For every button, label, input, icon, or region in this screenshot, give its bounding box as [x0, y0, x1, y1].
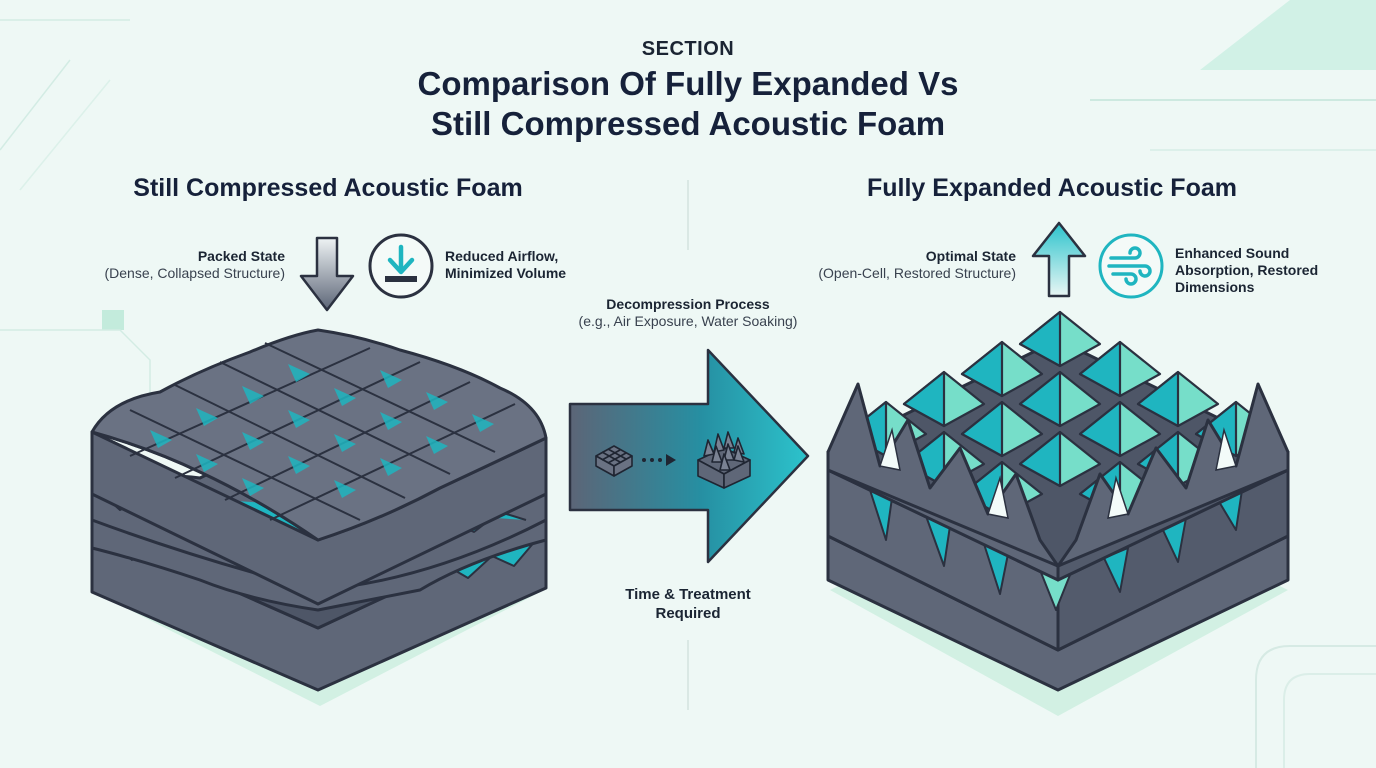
compressed-foam-illustration	[90, 328, 548, 692]
packed-state-detail: (Dense, Collapsed Structure)	[104, 265, 285, 281]
arrow-up-icon	[1031, 221, 1087, 298]
section-label: SECTION	[641, 38, 735, 60]
enhanced-sound-label: Enhanced Sound Absorption, Restored Dime…	[1175, 245, 1365, 296]
dotted-arrow-icon	[642, 454, 676, 466]
packed-state-label: Packed State (Dense, Collapsed Structure…	[60, 248, 285, 282]
page-title: Comparison Of Fully Expanded Vs Still Co…	[0, 64, 1376, 144]
mini-compressed-foam-icon	[595, 445, 633, 477]
reduced-airflow-line-1: Reduced Airflow,	[445, 248, 559, 264]
arrow-right-icon	[568, 348, 810, 564]
left-panel-title: Still Compressed Acoustic Foam	[133, 174, 523, 202]
sound-waves-icon	[1098, 233, 1164, 299]
arrow-down-icon	[299, 236, 355, 312]
time-treatment-label: Time & Treatment Required	[588, 585, 788, 623]
time-treatment-line-2: Required	[655, 605, 721, 622]
enhanced-sound-line-3: Dimensions	[1175, 279, 1255, 295]
compress-icon	[368, 233, 434, 299]
decompression-detail: (e.g., Air Exposure, Water Soaking)	[578, 313, 798, 329]
title-line-2: Still Compressed Acoustic Foam	[430, 105, 946, 142]
optimal-state-detail: (Open-Cell, Restored Structure)	[818, 265, 1016, 281]
optimal-state-title: Optimal State	[925, 248, 1016, 264]
right-panel-title: Fully Expanded Acoustic Foam	[867, 174, 1237, 202]
enhanced-sound-line-1: Enhanced Sound	[1175, 245, 1290, 261]
title-line-1: Comparison Of Fully Expanded Vs	[417, 65, 959, 102]
reduced-airflow-line-2: Minimized Volume	[445, 265, 567, 281]
packed-state-title: Packed State	[197, 248, 285, 264]
decompression-title: Decompression Process	[606, 296, 770, 312]
mini-expanded-foam-icon	[697, 431, 751, 489]
decompression-label: Decompression Process (e.g., Air Exposur…	[540, 296, 836, 330]
time-treatment-line-1: Time & Treatment	[625, 586, 751, 603]
expanded-foam-illustration	[826, 310, 1290, 692]
reduced-airflow-label: Reduced Airflow, Minimized Volume	[445, 248, 615, 282]
enhanced-sound-line-2: Absorption, Restored	[1175, 262, 1319, 278]
optimal-state-label: Optimal State (Open-Cell, Restored Struc…	[790, 248, 1016, 282]
